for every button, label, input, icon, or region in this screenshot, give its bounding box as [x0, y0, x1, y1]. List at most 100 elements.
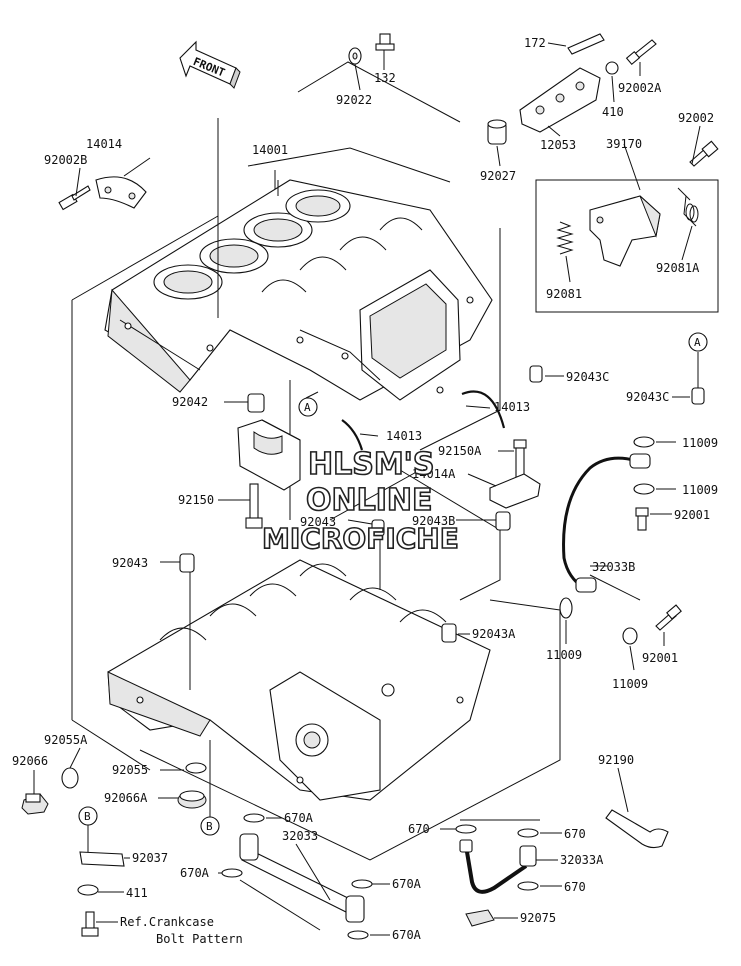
- label-92043C-right: 92043C: [626, 390, 669, 404]
- label-92150: 92150: [178, 493, 214, 507]
- tensioner-39170-icon: [589, 195, 661, 267]
- label-132: 132: [374, 71, 396, 85]
- o-ring-670-a-icon: [455, 824, 477, 834]
- label-92055: 92055: [112, 763, 148, 777]
- label-92081: 92081: [546, 287, 582, 301]
- label-92001-a: 92001: [674, 508, 710, 522]
- bracket-14014A-icon: [489, 473, 541, 509]
- label-92042: 92042: [172, 395, 208, 409]
- front-arrow-icon: FRONT: [179, 40, 241, 89]
- callouts: [78, 332, 708, 836]
- label-92037: 92037: [132, 851, 168, 865]
- label-14014: 14014: [86, 137, 122, 151]
- dowel-92043C-right-icon: [691, 387, 705, 405]
- lower-crankcase: [107, 559, 491, 801]
- watermark-line-3: MICROFICHE: [262, 522, 459, 555]
- label-92043C-upper: 92043C: [566, 370, 609, 384]
- o-ring-670A-b-icon: [221, 868, 243, 878]
- label-172: 172: [524, 36, 546, 50]
- ref-bolt-icon: [81, 911, 99, 937]
- washer-11009-a-icon: [633, 436, 655, 448]
- label-92190: 92190: [598, 753, 634, 767]
- group-outlines: [71, 61, 719, 931]
- ref-crankcase-text: Ref.Crankcase: [120, 915, 214, 929]
- dowel-92043A-icon: [441, 623, 457, 643]
- label-92043-left: 92043: [112, 556, 148, 570]
- label-14013-center: 14013: [386, 429, 422, 443]
- part-labels: 172 132 92022 92002A 410 12053 92027 920…: [12, 36, 718, 946]
- bolt-92150-icon: [245, 483, 263, 529]
- pin-172-icon: [567, 33, 605, 55]
- label-92043B: 92043B: [412, 514, 455, 528]
- label-670A-a: 670A: [284, 811, 314, 825]
- label-11009-b: 11009: [682, 483, 718, 497]
- label-92066A: 92066A: [104, 791, 148, 805]
- label-92043A: 92043A: [472, 627, 516, 641]
- label-92055A: 92055A: [44, 733, 88, 747]
- label-14014A: 14014A: [412, 467, 456, 481]
- clamp-92075-icon: [465, 909, 495, 927]
- label-92001-b: 92001: [642, 651, 678, 665]
- label-32033: 32033: [282, 829, 318, 843]
- label-callout-b-lower: B: [206, 820, 213, 833]
- label-14013-right: 14013: [494, 400, 530, 414]
- label-92081A: 92081A: [656, 261, 700, 275]
- washer-11009-c-icon: [559, 597, 573, 619]
- dowel-92043-left-icon: [179, 553, 195, 573]
- label-32033B: 32033B: [592, 560, 635, 574]
- label-92022: 92022: [336, 93, 372, 107]
- label-670A-b: 670A: [180, 866, 210, 880]
- oil-pipe-32033-icon: [239, 833, 365, 923]
- label-14001: 14001: [252, 143, 288, 157]
- upper-crankcase: [104, 179, 493, 401]
- label-11009-d: 11009: [612, 677, 648, 691]
- plate-14014-icon: [95, 176, 147, 209]
- ref-bolt-pattern-text: Bolt Pattern: [156, 932, 243, 946]
- o-ring-670A-a-icon: [243, 813, 265, 823]
- bearing-cap-icon: [237, 419, 301, 491]
- dowel-92042-icon: [247, 393, 265, 413]
- label-92043-center: 92043: [300, 515, 336, 529]
- label-callout-a-right: A: [694, 336, 701, 349]
- oil-pipe-32033A-icon: [459, 839, 537, 894]
- guide-12053-icon: [519, 67, 601, 133]
- label-92002A: 92002A: [618, 81, 662, 95]
- label-92002B: 92002B: [44, 153, 87, 167]
- plug-92066A-icon: [177, 790, 207, 809]
- washer-11009-b-icon: [633, 483, 655, 495]
- o-ring-670-c-icon: [517, 881, 539, 891]
- label-92002: 92002: [678, 111, 714, 125]
- label-670-c: 670: [564, 880, 586, 894]
- label-92066: 92066: [12, 754, 48, 768]
- oil-pipe-32033B-icon: [562, 453, 651, 593]
- label-92027: 92027: [480, 169, 516, 183]
- small-parts: [21, 33, 719, 940]
- bolt-92002B-icon: [58, 185, 91, 211]
- bolt-92001-a-icon: [635, 507, 649, 531]
- spring-92081-icon: [556, 221, 574, 255]
- dowel-92043-icon: [371, 519, 385, 537]
- o-ring-670-b-icon: [517, 828, 539, 838]
- label-11009-a: 11009: [682, 436, 718, 450]
- label-32033A: 32033A: [560, 853, 604, 867]
- o-ring-92055-icon: [185, 762, 207, 774]
- washer-11009-d-icon: [622, 627, 638, 645]
- washer-410-icon: [605, 61, 619, 75]
- bolt-132-icon: [375, 33, 395, 51]
- label-12053: 12053: [540, 138, 576, 152]
- label-411: 411: [126, 886, 148, 900]
- plate-92037-icon: [79, 851, 125, 867]
- label-11009-c: 11009: [546, 648, 582, 662]
- watermark-line-1: HLSM'S: [308, 447, 434, 482]
- seal-14013-icon: [461, 390, 506, 429]
- label-callout-b-left: B: [84, 810, 91, 823]
- label-callout-a-left: A: [304, 401, 311, 414]
- bolt-92001-b-icon: [655, 604, 682, 631]
- label-670-a: 670: [408, 822, 430, 836]
- leader-lines: [33, 42, 701, 936]
- label-670-b: 670: [564, 827, 586, 841]
- label-410: 410: [602, 105, 624, 119]
- hose-92190-icon: [605, 809, 669, 849]
- label-92150A: 92150A: [438, 444, 482, 458]
